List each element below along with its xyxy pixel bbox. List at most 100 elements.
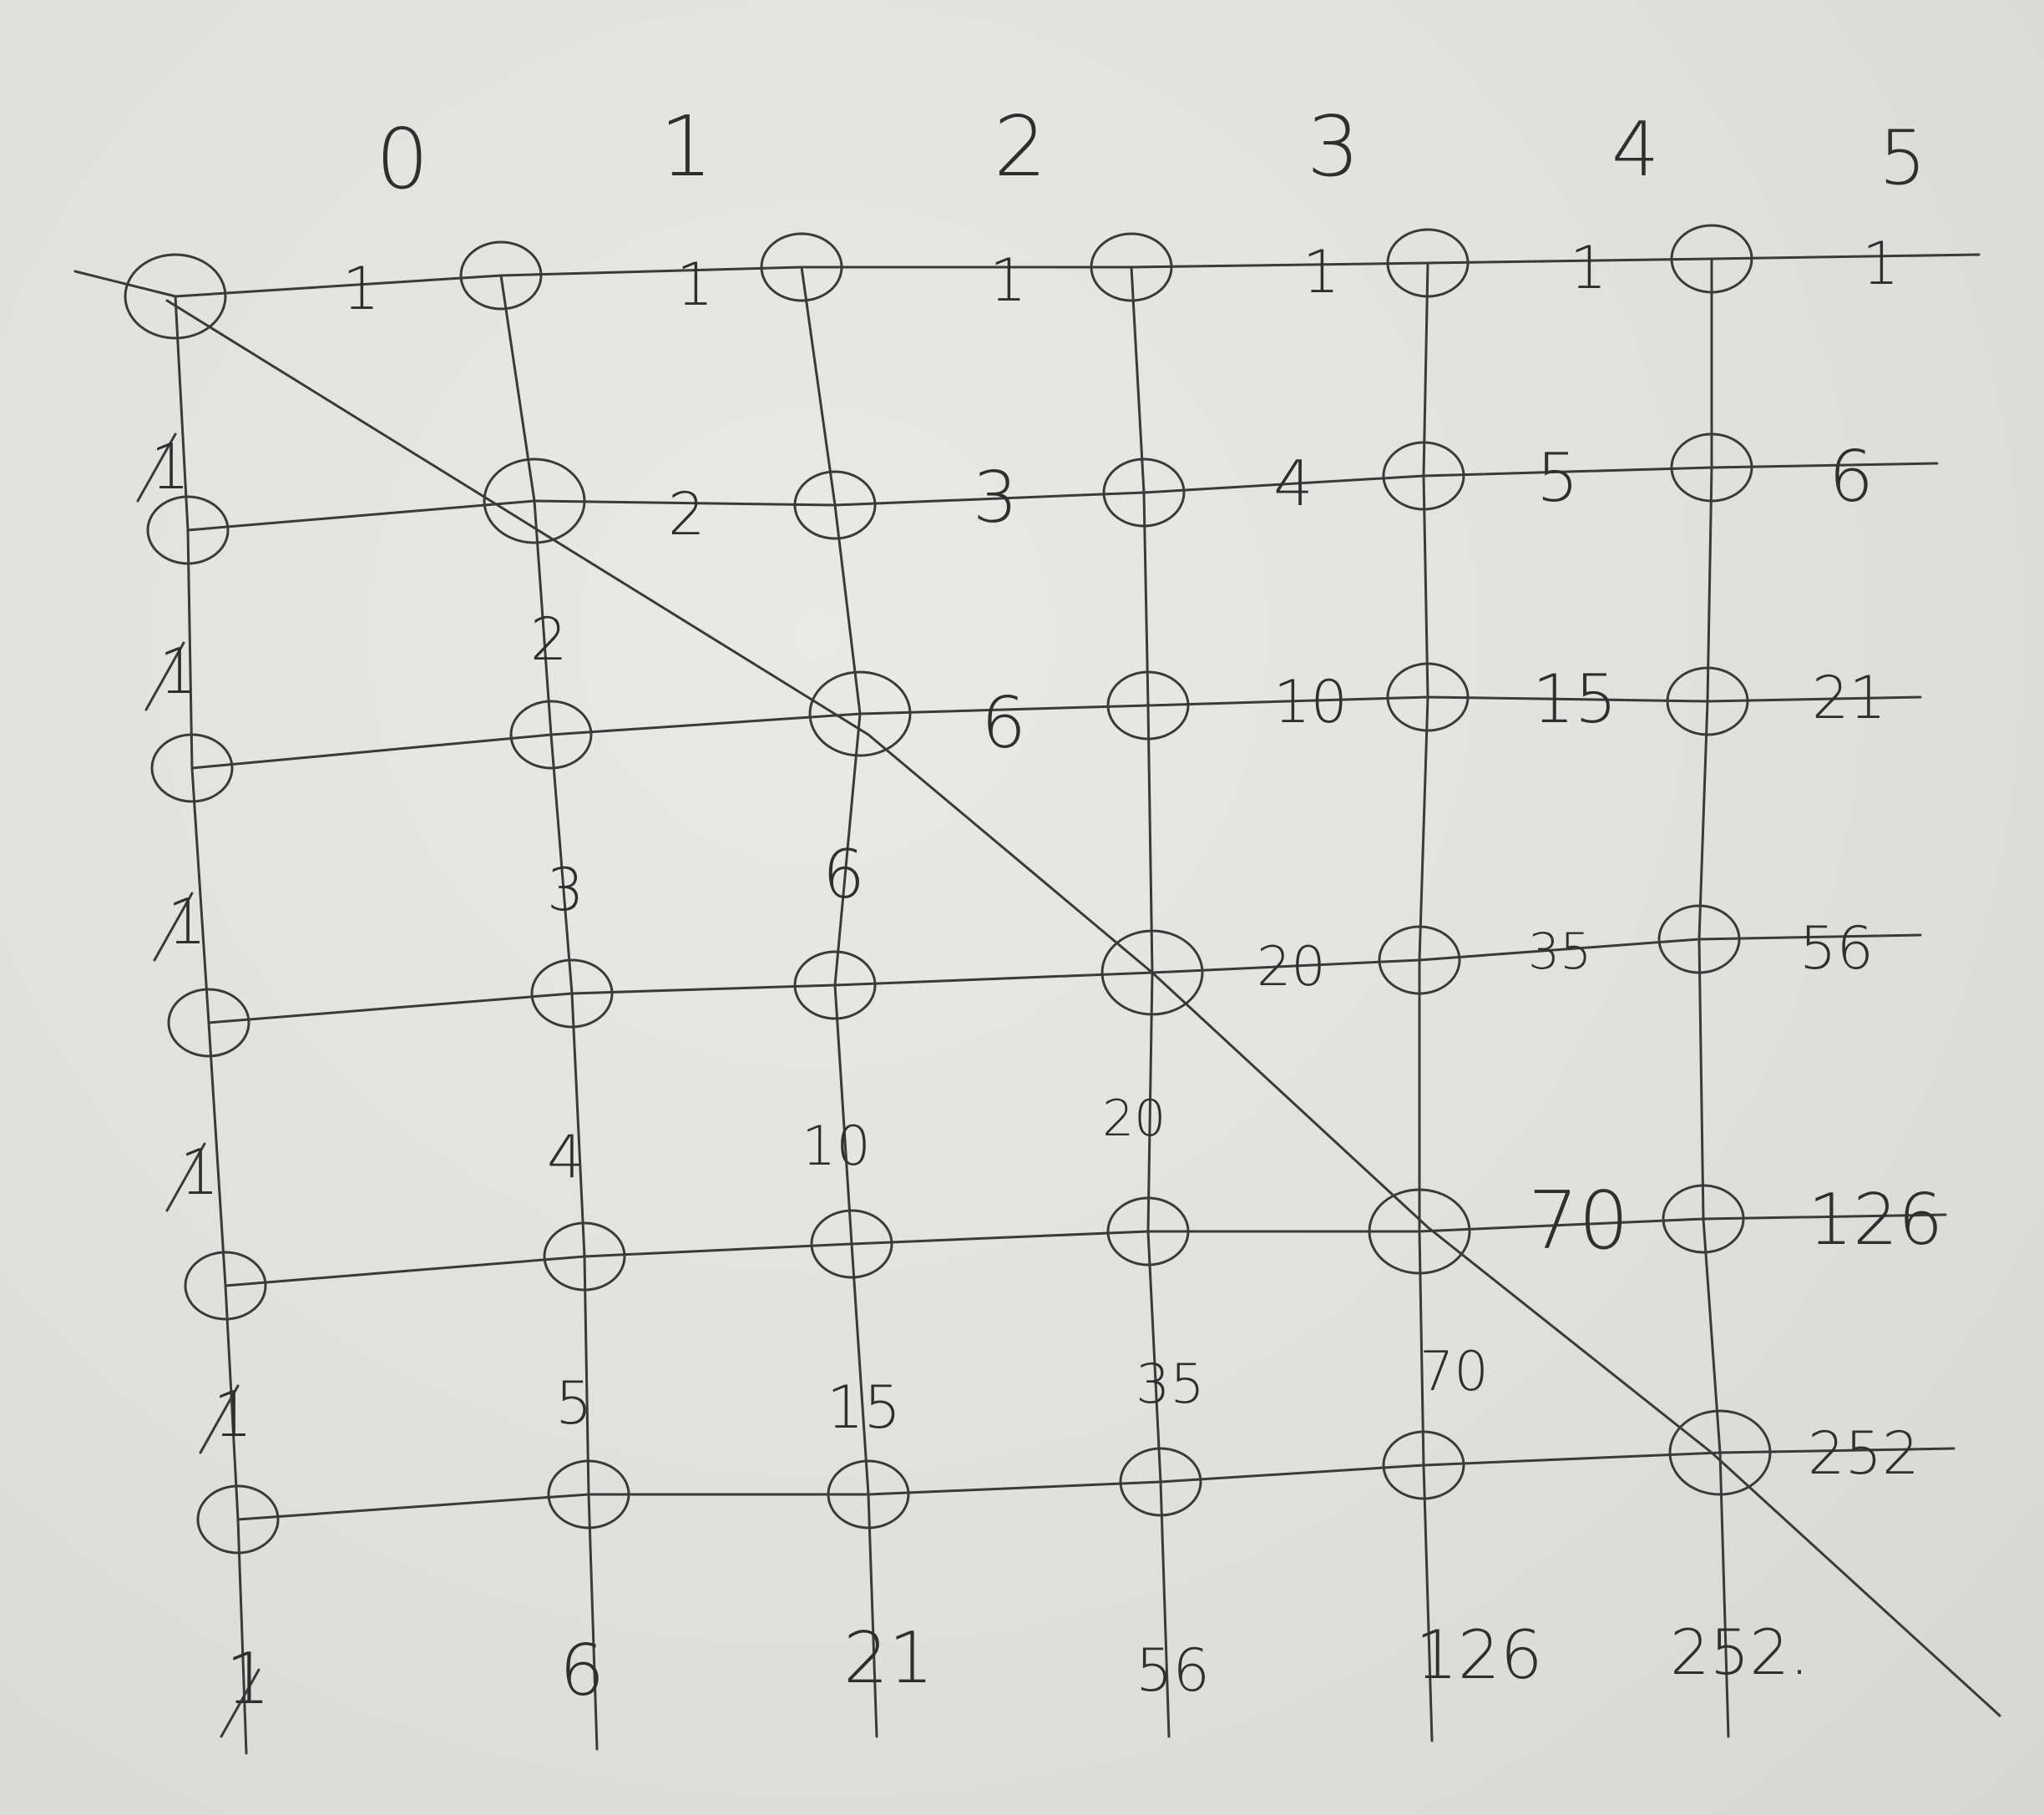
column-line-1 (499, 274, 599, 1751)
top-edge-label-5: 1 (1570, 234, 1607, 302)
row4-vertical-label-10: 10 (802, 1115, 871, 1178)
left-edge-label-4: 1 (180, 1135, 220, 1209)
node-4-3 (1106, 1196, 1190, 1266)
node-5-1 (547, 1459, 630, 1529)
column-header-1: 1 (660, 98, 713, 195)
node-5-2 (827, 1459, 910, 1529)
row4-label-126: 126 (1808, 1179, 1943, 1261)
node-4-1 (543, 1221, 626, 1292)
bottom-label-252: 252. (1670, 1615, 1809, 1689)
row3-label-35: 35 (1528, 923, 1591, 981)
column-header-2: 2 (994, 98, 1047, 195)
row3-label-56: 56 (1799, 914, 1874, 983)
row3-vertical-label-3: 3 (547, 856, 584, 924)
column-header-5: 5 (1879, 114, 1926, 202)
node-4-4 (1368, 1188, 1471, 1275)
top-edge-label-3: 1 (989, 246, 1027, 315)
bottom-label-126: 126 (1415, 1616, 1543, 1694)
row4-vertical-label-4: 4 (547, 1123, 584, 1191)
column-line-2 (800, 265, 878, 1738)
node-1-5 (1670, 432, 1753, 503)
node-0-1 (459, 240, 543, 311)
left-edge-label-3: 1 (167, 885, 207, 958)
node-1-0 (146, 495, 230, 565)
row1-label-4: 4 (1273, 447, 1313, 520)
bottom-label-1: 1 (225, 1638, 271, 1721)
left-slash-0 (136, 432, 177, 503)
column-line-4 (1418, 261, 1434, 1742)
top-edge-label-2: 1 (676, 250, 714, 319)
row1-label-5: 5 (1536, 439, 1579, 517)
left-edge-label-1: 1 (150, 430, 190, 503)
node-0-4 (1386, 228, 1470, 298)
column-line-5 (1697, 257, 1730, 1738)
node-2-2 (808, 670, 912, 757)
row4-label-70: 70 (1528, 1175, 1629, 1267)
node-1-1 (483, 458, 586, 544)
node-3-0 (167, 988, 250, 1058)
column-line-0 (174, 295, 248, 1755)
row5-vertical-label-15: 15 (827, 1373, 901, 1442)
bottom-label-6: 6 (559, 1630, 605, 1712)
left-edge-label-2: 1 (159, 634, 199, 708)
row1-label-6: 6 (1829, 436, 1874, 518)
node-3-1 (530, 958, 614, 1029)
node-0-2 (760, 232, 843, 302)
bottom-label-56: 56 (1136, 1636, 1210, 1705)
row2-label-21: 21 (1812, 664, 1886, 732)
row3-vertical-label-6: 6 (822, 836, 865, 913)
top-edge-label-6: 1 (1862, 230, 1900, 298)
row3-label-20: 20 (1257, 936, 1326, 999)
row5-vertical-label-35: 35 (1136, 1353, 1205, 1416)
node-2-5 (1666, 666, 1749, 736)
left-slash-4 (199, 1384, 240, 1454)
node-5-4 (1382, 1430, 1465, 1500)
node-3-3 (1100, 929, 1204, 1016)
node-1-2 (793, 470, 877, 540)
node-3-4 (1378, 925, 1461, 995)
node-2-0 (150, 733, 234, 803)
left-slash-2 (153, 892, 194, 962)
row2-label-10: 10 (1273, 668, 1348, 736)
node-2-1 (509, 700, 593, 770)
row2-label-6: 6 (981, 682, 1026, 765)
node-1-4 (1382, 441, 1465, 511)
diagonal-line (165, 299, 2001, 1717)
node-3-2 (793, 950, 877, 1020)
row1-label-3: 3 (973, 457, 1018, 539)
node-2-3 (1106, 670, 1190, 741)
node-1-3 (1102, 458, 1186, 528)
node-5-3 (1119, 1447, 1202, 1517)
node-3-5 (1657, 904, 1741, 974)
node-2-4 (1386, 662, 1470, 732)
row5-vertical-label-70: 70 (1419, 1341, 1489, 1403)
left-slash-1 (144, 641, 185, 711)
row-line-0 (73, 253, 1981, 298)
left-slash-5 (220, 1668, 261, 1738)
row5-vertical-label-5: 5 (555, 1369, 593, 1438)
column-header-3: 3 (1307, 98, 1360, 195)
row2-label-15: 15 (1532, 660, 1617, 738)
node-0-0 (124, 253, 227, 340)
top-edge-label-4: 1 (1303, 238, 1340, 306)
node-4-5 (1662, 1184, 1745, 1254)
row4-vertical-label-20: 20 (1102, 1090, 1166, 1148)
row2-vertical-label-2: 2 (530, 605, 568, 674)
column-header-4: 4 (1611, 106, 1659, 194)
row1-label-2: 2 (668, 480, 706, 549)
node-0-3 (1090, 232, 1173, 302)
left-edge-label-5: 1 (213, 1378, 253, 1451)
top-edge-label-1: 1 (342, 255, 380, 323)
node-5-0 (196, 1484, 280, 1555)
row5-label-252: 252 (1808, 1419, 1920, 1488)
left-slash-3 (165, 1142, 206, 1212)
bottom-label-21: 21 (843, 1617, 933, 1700)
node-4-0 (184, 1251, 267, 1321)
node-5-5 (1668, 1409, 1772, 1496)
node-0-5 (1670, 224, 1753, 294)
column-header-0: 0 (376, 110, 429, 208)
node-4-2 (810, 1209, 893, 1279)
